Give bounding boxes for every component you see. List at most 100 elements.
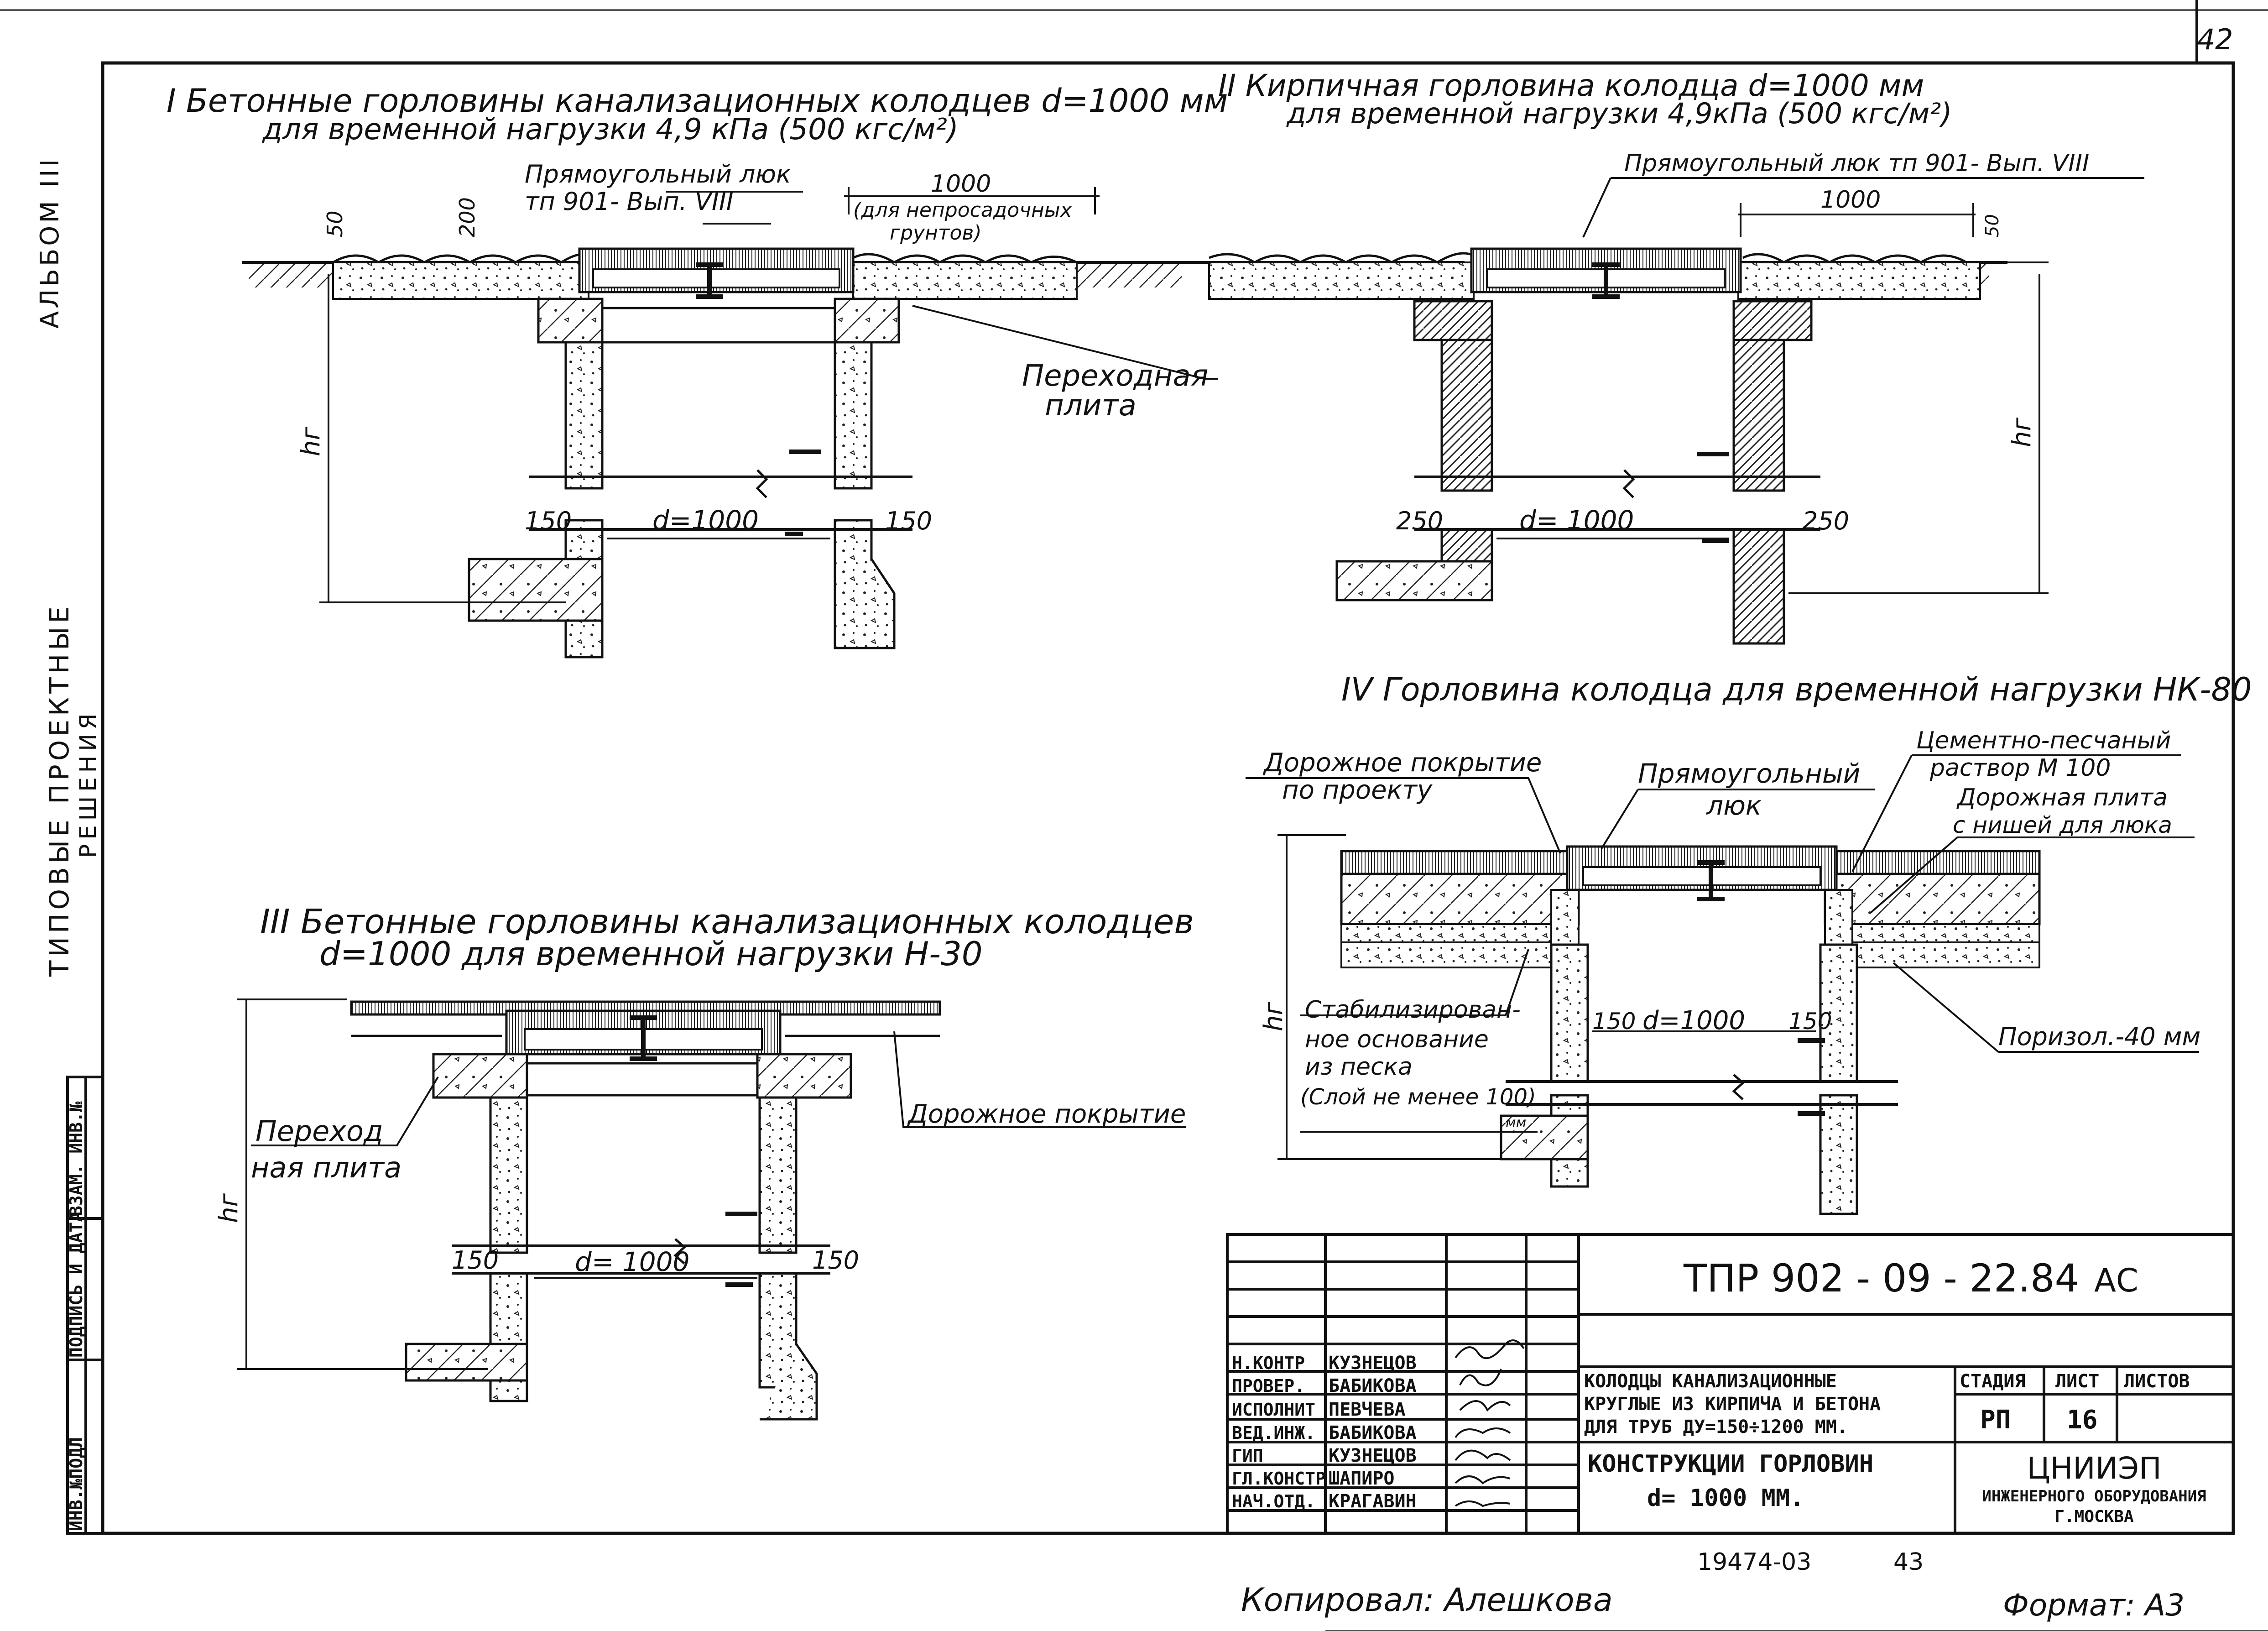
tb-sheet-title-1: КОНСТРУКЦИИ ГОРЛОВИН (1588, 1450, 1873, 1478)
tb-desc-3: ДЛЯ ТРУБ ДУ=150÷1200 ММ. (1584, 1417, 1848, 1438)
tb-name-4: БАБИКОВА (1329, 1422, 1417, 1443)
s4-mortar-1: Цементно-песчаный (1916, 727, 2171, 754)
s4-title: IV Горловина колодца для временной нагру… (1341, 671, 2252, 708)
s4-base-4: (Слой не менее 100) (1300, 1084, 1536, 1110)
s4-mortar-2: раствор М 100 (1929, 754, 2111, 782)
s1-dim-hr: hг (296, 427, 326, 456)
tb-name-3: ПЕВЧЕВА (1329, 1399, 1406, 1420)
s1-hatch-label-1: Прямоугольный люк (525, 160, 791, 188)
s4-base-3: из песка (1305, 1053, 1413, 1081)
s3-dim-hr: hг (214, 1193, 244, 1223)
s3-road-label: Дорожное покрытие (907, 1099, 1186, 1129)
tb-role-4: ВЕД.ИНЖ. (1232, 1423, 1315, 1443)
archive-sheet: 43 (1893, 1548, 1924, 1576)
tb-role-1: Н.КОНТР (1232, 1353, 1305, 1373)
s2-dim-250-right: 250 (1802, 507, 1849, 535)
s1-dim-d: d=1000 (652, 505, 759, 536)
strip-label-sign: ПОДПИСЬ И ДАТА (66, 1212, 86, 1358)
s4-base-1: Стабилизирован- (1305, 996, 1521, 1024)
tb-role-3: ИСПОЛНИТ (1232, 1400, 1315, 1420)
s4-road-2: по проекту (1282, 775, 1433, 805)
tb-org-3: Г.МОСКВА (2054, 1507, 2134, 1526)
tb-role-6: ГЛ.КОНСТР (1232, 1469, 1326, 1489)
tb-suffix: АС (2094, 1262, 2138, 1299)
s4-hatch-2: люк (1706, 790, 1762, 821)
tb-stage-label: СТАДИЯ (1960, 1371, 2026, 1392)
tb-role-5: ГИП (1232, 1446, 1263, 1466)
s3-callout-1: Переход (255, 1114, 383, 1148)
series-title-1: ТИПОВЫЕ ПРОЕКТНЫЕ (44, 603, 75, 977)
s1-title-2: для временной нагрузки 4,9 кПа (500 кгс/… (262, 113, 959, 146)
tb-desc-1: КОЛОДЦЫ КАНАЛИЗАЦИОННЫЕ (1584, 1371, 1837, 1392)
tb-org-2: ИНЖЕНЕРНОГО ОБОРУДОВАНИЯ (1982, 1487, 2206, 1506)
tb-role-2: ПРОВЕР. (1232, 1376, 1305, 1396)
s2-dim-250-left: 250 (1396, 507, 1443, 535)
s4-base-2: ное основание (1305, 1026, 1489, 1053)
s3-dim-d: d= 1000 (575, 1246, 689, 1277)
s4-dim-150-left: 150 (1592, 1008, 1636, 1035)
s1-dim-150-right: 150 (885, 507, 932, 535)
s1-dim-150-left: 150 (525, 507, 572, 535)
inventory-strip (66, 1076, 104, 1535)
s4-dim-150-right: 150 (1788, 1008, 1832, 1035)
tb-sheet-no: 16 (2067, 1405, 2097, 1435)
tb-name-5: КУЗНЕЦОВ (1329, 1445, 1417, 1466)
section-3-drawing: III Бетонные горловины канализационных к… (214, 902, 1194, 1421)
s2-dim-50: 50 (1982, 214, 2003, 237)
section-4-drawing: IV Горловина колодца для временной нагру… (1246, 671, 2252, 1215)
s3-dim-150-left: 150 (452, 1246, 499, 1275)
s2-hatch-label: Прямоугольный люк тп 901- Вып. VIII (1624, 150, 2089, 177)
s3-title-2: d=1000 для временной нагрузки Н-30 (319, 935, 983, 973)
s4-dim-hr: hг (1259, 1002, 1288, 1031)
tb-name-7: КРАГАВИН (1329, 1491, 1417, 1512)
tb-sheets-label: ЛИСТОВ (2124, 1371, 2190, 1392)
s1-dim-1000: 1000 (931, 170, 991, 198)
title-block (1226, 1233, 2235, 1535)
s1-note-1: (для непросадочных (853, 199, 1073, 222)
s1-note-2: грунтов) (890, 221, 982, 245)
section-1-drawing: I Бетонные горловины канализационных кол… (167, 82, 1228, 659)
format-label: Формат: А3 (2003, 1588, 2185, 1623)
page-number: 42 (2197, 23, 2233, 56)
s3-callout-2: ная плита (251, 1151, 401, 1184)
tb-name-2: БАБИКОВА (1329, 1375, 1417, 1396)
s1-title-1: I Бетонные горловины канализационных кол… (167, 82, 1228, 120)
tb-desc-2: КРУГЛЫЕ ИЗ КИРПИЧА И БЕТОНА (1584, 1394, 1881, 1415)
s1-hatch-label-2: тп 901- Вып. VIII (525, 187, 734, 216)
s4-base-mm: мм (1506, 1115, 1526, 1131)
s2-dim-1000: 1000 (1820, 186, 1881, 214)
s4-poroizol: Поризол.-40 мм (1998, 1022, 2200, 1051)
tb-name-1: КУЗНЕЦОВ (1329, 1353, 1417, 1374)
copied-by: Копировал: Алешкова (1241, 1581, 1613, 1619)
tb-sheet-label: ЛИСТ (2055, 1371, 2099, 1392)
s2-dim-d: d= 1000 (1519, 505, 1634, 536)
strip-label-inv: ИНВ.№ПОДЛ (66, 1437, 86, 1531)
s4-slab-2: с нишей для люка (1953, 812, 2172, 838)
section-2-drawing: II Кирпичная горловина колодца d=1000 мм… (1195, 68, 2144, 645)
strip-label-swap: ВЗАМ. ИНВ.№ (66, 1101, 86, 1216)
s4-dim-d: d=1000 (1642, 1006, 1745, 1035)
s1-dim-50: 50 (323, 210, 347, 237)
archive-number: 19474-03 (1697, 1548, 1811, 1576)
tb-name-6: ШАПИРО (1329, 1468, 1395, 1489)
s4-road-1: Дорожное покрытие (1262, 748, 1542, 778)
tb-role-7: НАЧ.ОТД. (1232, 1491, 1315, 1511)
tb-stage: РП (1980, 1405, 2011, 1435)
series-title-2: РЕШЕНИЯ (75, 709, 101, 858)
s3-title-1: III Бетонные горловины канализационных к… (260, 902, 1194, 941)
tb-code: ТПР 902 - 09 - 22.84 (1683, 1256, 2079, 1301)
s2-title-2: для временной нагрузки 4,9кПа (500 кгс/м… (1286, 97, 1952, 130)
s3-dim-150-right: 150 (812, 1246, 859, 1275)
s2-dim-hr: hг (2007, 418, 2037, 447)
s1-callout-2: плита (1045, 389, 1137, 423)
s1-callout-1: Переходная (1022, 359, 1208, 393)
s1-dim-200: 200 (455, 197, 480, 237)
s2-title-1: II Кирпичная горловина колодца d=1000 мм (1218, 68, 1924, 103)
s4-slab-1: Дорожная плита (1956, 784, 2168, 811)
s4-hatch-1: Прямоугольный (1638, 758, 1861, 789)
album-label: АЛЬБОМ III (35, 157, 65, 329)
tb-sheet-title-2: d= 1000 ММ. (1647, 1485, 1804, 1512)
signatures (1455, 1339, 1525, 1507)
